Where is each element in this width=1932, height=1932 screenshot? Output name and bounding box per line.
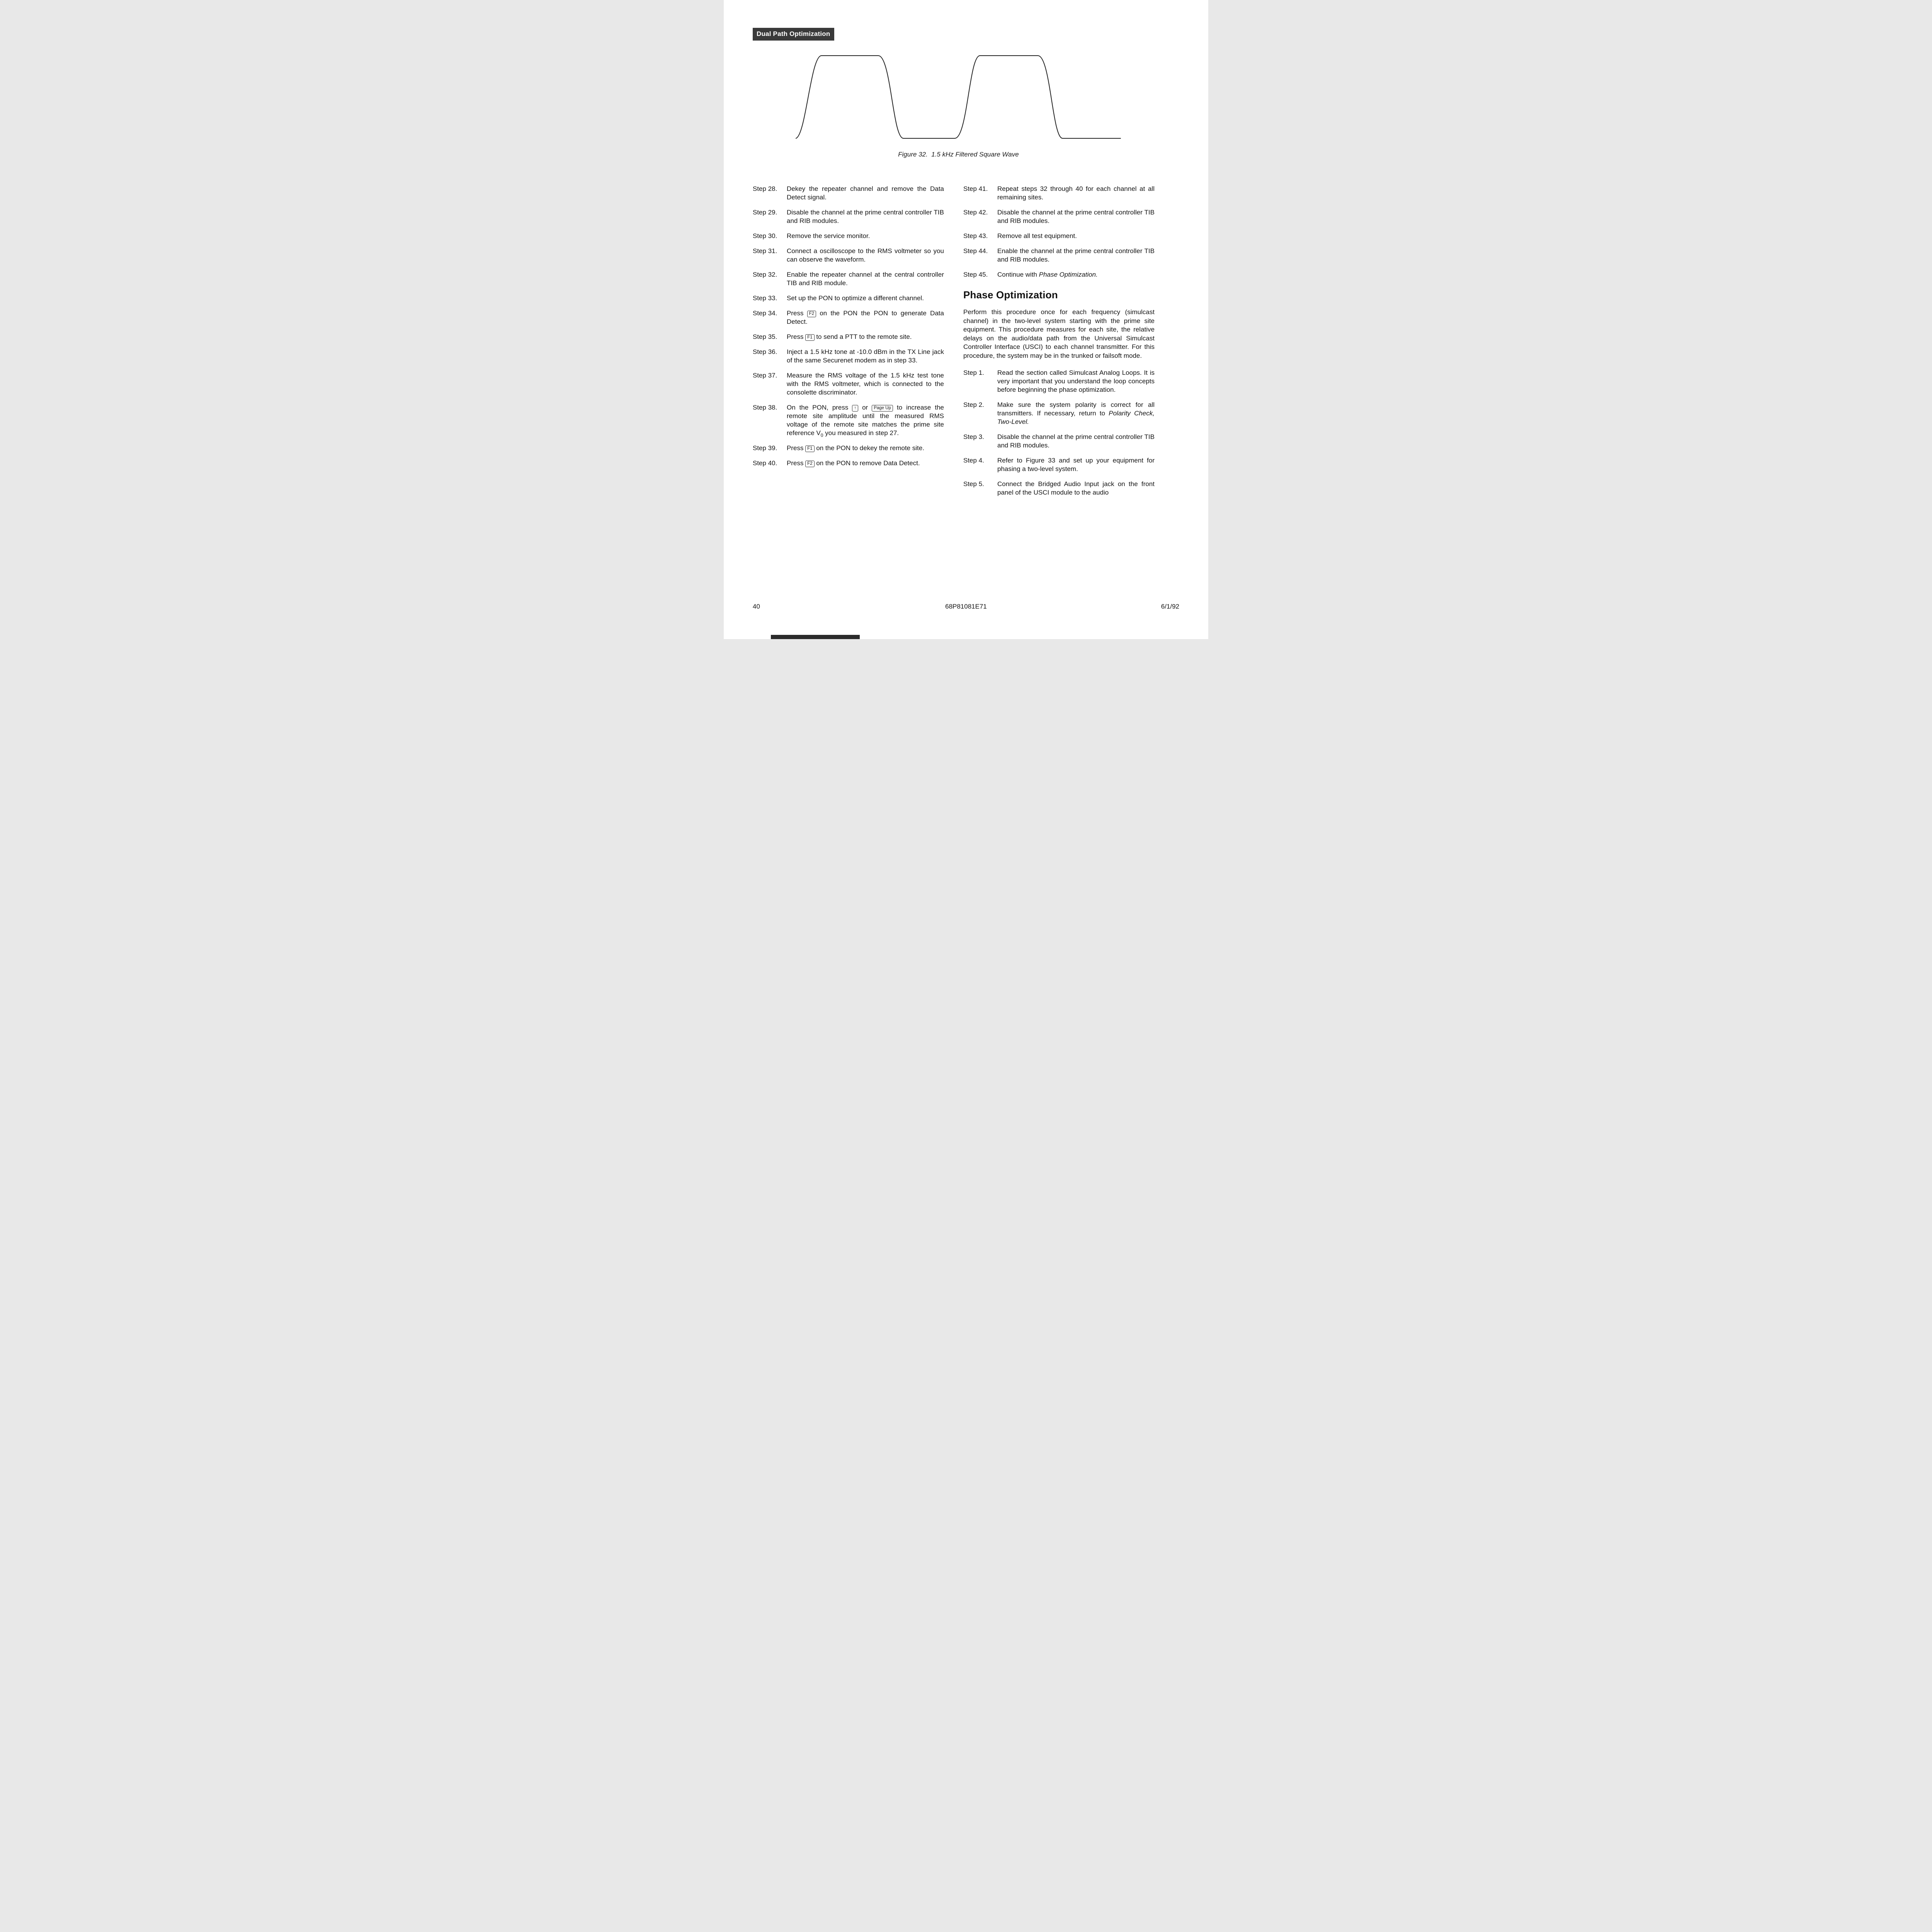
step-label: Step 37. [753,372,777,379]
step-item: Step 33. Set up the PON to optimize a dif… [753,294,944,303]
left-column: Step 28. Dekey the repeater channel and r… [753,185,944,503]
f2-key-icon: F2 [805,460,815,467]
f1-key-icon: F1 [805,334,815,341]
step-item: Step 4. Refer to Figure 33 and set up you… [963,456,1155,473]
step-label: Step 4. [963,457,984,464]
step-label: Step 5. [963,480,984,488]
step-item: Step 37. Measure the RMS voltage of the 1… [753,371,944,397]
step-text: Press F1 to send a PTT to the remote sit… [787,333,912,341]
step-text: Dekey the repeater channel and remove th… [787,185,944,201]
step-label: Step 36. [753,348,777,355]
step-text: Disable the channel at the prime central… [997,433,1155,449]
section-title: Phase Optimization [963,289,1058,301]
section-intro: Perform this procedure once for each fre… [963,308,1155,359]
step-text: Inject a 1.5 kHz tone at -10.0 dBm in th… [787,348,944,364]
step-label: Step 2. [963,401,984,408]
step-text: On the PON, press ↑ or Page Up to increa… [787,404,944,438]
step-item: Step 44. Enable the channel at the prime … [963,247,1155,264]
step-text: Press F1 on the PON to dekey the remote … [787,444,925,452]
step-text: Repeat steps 32 through 40 for each chan… [997,185,1155,201]
square-wave-plot [796,55,1121,139]
step-label: Step 42. [963,209,988,216]
step-item: Step 28. Dekey the repeater channel and r… [753,185,944,202]
figure-caption: Figure 32. 1.5 kHz Filtered Square Wave [898,151,1019,158]
step-label: Step 41. [963,185,988,192]
step-text: Refer to Figure 33 and set up your equip… [997,457,1155,473]
page-up-key-icon: Page Up [872,405,893,412]
step-label: Step 29. [753,209,777,216]
step-text: Remove all test equipment. [997,232,1077,240]
step-item: Step 2. Make sure the system polarity is … [963,401,1155,426]
step-item: Step 45. Continue with Phase Optimization… [963,270,1155,279]
step-label: Step 31. [753,247,777,255]
step-text: Press F2 on the PON the PON to generate … [787,310,944,325]
step-item: Step 5. Connect the Bridged Audio Input j… [963,480,1155,497]
two-column-body: Step 28. Dekey the repeater channel and r… [753,185,1155,503]
step-text: Connect a oscilloscope to the RMS voltme… [787,247,944,263]
step-label: Step 34. [753,310,777,317]
italic-reference: Polarity Check, Two-Level. [997,410,1155,425]
step-label: Step 30. [753,232,777,240]
step-text: Disable the channel at the prime central… [787,209,944,224]
step-item: Step 35. Press F1 to send a PTT to the re… [753,333,944,341]
step-label: Step 33. [753,294,777,302]
step-item: Step 41. Repeat steps 32 through 40 for e… [963,185,1155,202]
step-label: Step 1. [963,369,984,376]
step-item: Step 34. Press F2 on the PON the PON to g… [753,309,944,326]
step-item: Step 32. Enable the repeater channel at t… [753,270,944,287]
step-item: Step 1. Read the section called Simulcast… [963,369,1155,394]
steps-list-left: Step 28. Dekey the repeater channel and r… [753,185,944,468]
step-text: Disable the channel at the prime central… [997,209,1155,224]
step-label: Step 44. [963,247,988,255]
step-text: Connect the Bridged Audio Input jack on … [997,480,1155,496]
step-label: Step 40. [753,459,777,467]
step-item: Step 31. Connect a oscilloscope to the RM… [753,247,944,264]
step-text: Enable the channel at the prime central … [997,247,1155,263]
footer-date: 6/1/92 [1161,603,1179,610]
step-item: Step 3. Disable the channel at the prime … [963,433,1155,450]
f2-key-icon: F2 [807,310,816,317]
section-header-badge: Dual Path Optimization [753,28,835,41]
step-label: Step 38. [753,404,777,411]
step-item: Step 29. Disable the channel at the prime… [753,208,944,225]
step-text: Set up the PON to optimize a different c… [787,294,924,302]
up-arrow-key-icon: ↑ [852,405,859,412]
step-item: Step 43. Remove all test equipment. [963,232,1155,240]
f1-key-icon: F1 [805,445,815,452]
step-label: Step 35. [753,333,777,340]
step-label: Step 39. [753,444,777,452]
step-text: Remove the service monitor. [787,232,870,240]
document-page: Dual Path Optimization Figure 32. 1.5 kH… [724,0,1208,639]
document-number: 68P81081E71 [945,603,987,610]
step-text: Continue with Phase Optimization. [997,271,1098,278]
right-column: Step 41. Repeat steps 32 through 40 for e… [963,185,1155,503]
step-text: Make sure the system polarity is correct… [997,401,1155,425]
subscript-text: 0 [820,432,823,438]
step-text: Enable the repeater channel at the centr… [787,271,944,287]
page-number: 40 [753,603,760,610]
step-text: Measure the RMS voltage of the 1.5 kHz t… [787,372,944,396]
page-footer: 40 68P81081E71 6/1/92 [753,603,1179,611]
steps-list-phase: Step 1. Read the section called Simulcast… [963,369,1155,497]
italic-reference: Phase Optimization. [1039,271,1098,278]
step-text: Press F2 on the PON to remove Data Detec… [787,459,920,467]
step-label: Step 3. [963,433,984,440]
next-page-header-strip [771,635,860,639]
step-label: Step 45. [963,271,988,278]
step-item: Step 38. On the PON, press ↑ or Page Up t… [753,403,944,437]
step-label: Step 43. [963,232,988,240]
step-label: Step 28. [753,185,777,192]
step-label: Step 32. [753,271,777,278]
step-item: Step 40. Press F2 on the PON to remove Da… [753,459,944,468]
steps-list-right: Step 41. Repeat steps 32 through 40 for e… [963,185,1155,279]
waveform-figure: Figure 32. 1.5 kHz Filtered Square Wave [795,50,1122,158]
step-item: Step 30. Remove the service monitor. [753,232,944,240]
step-item: Step 39. Press F1 on the PON to dekey the… [753,444,944,452]
step-item: Step 36. Inject a 1.5 kHz tone at -10.0 d… [753,348,944,365]
step-text: Read the section called Simulcast Analog… [997,369,1155,393]
step-item: Step 42. Disable the channel at the prime… [963,208,1155,225]
